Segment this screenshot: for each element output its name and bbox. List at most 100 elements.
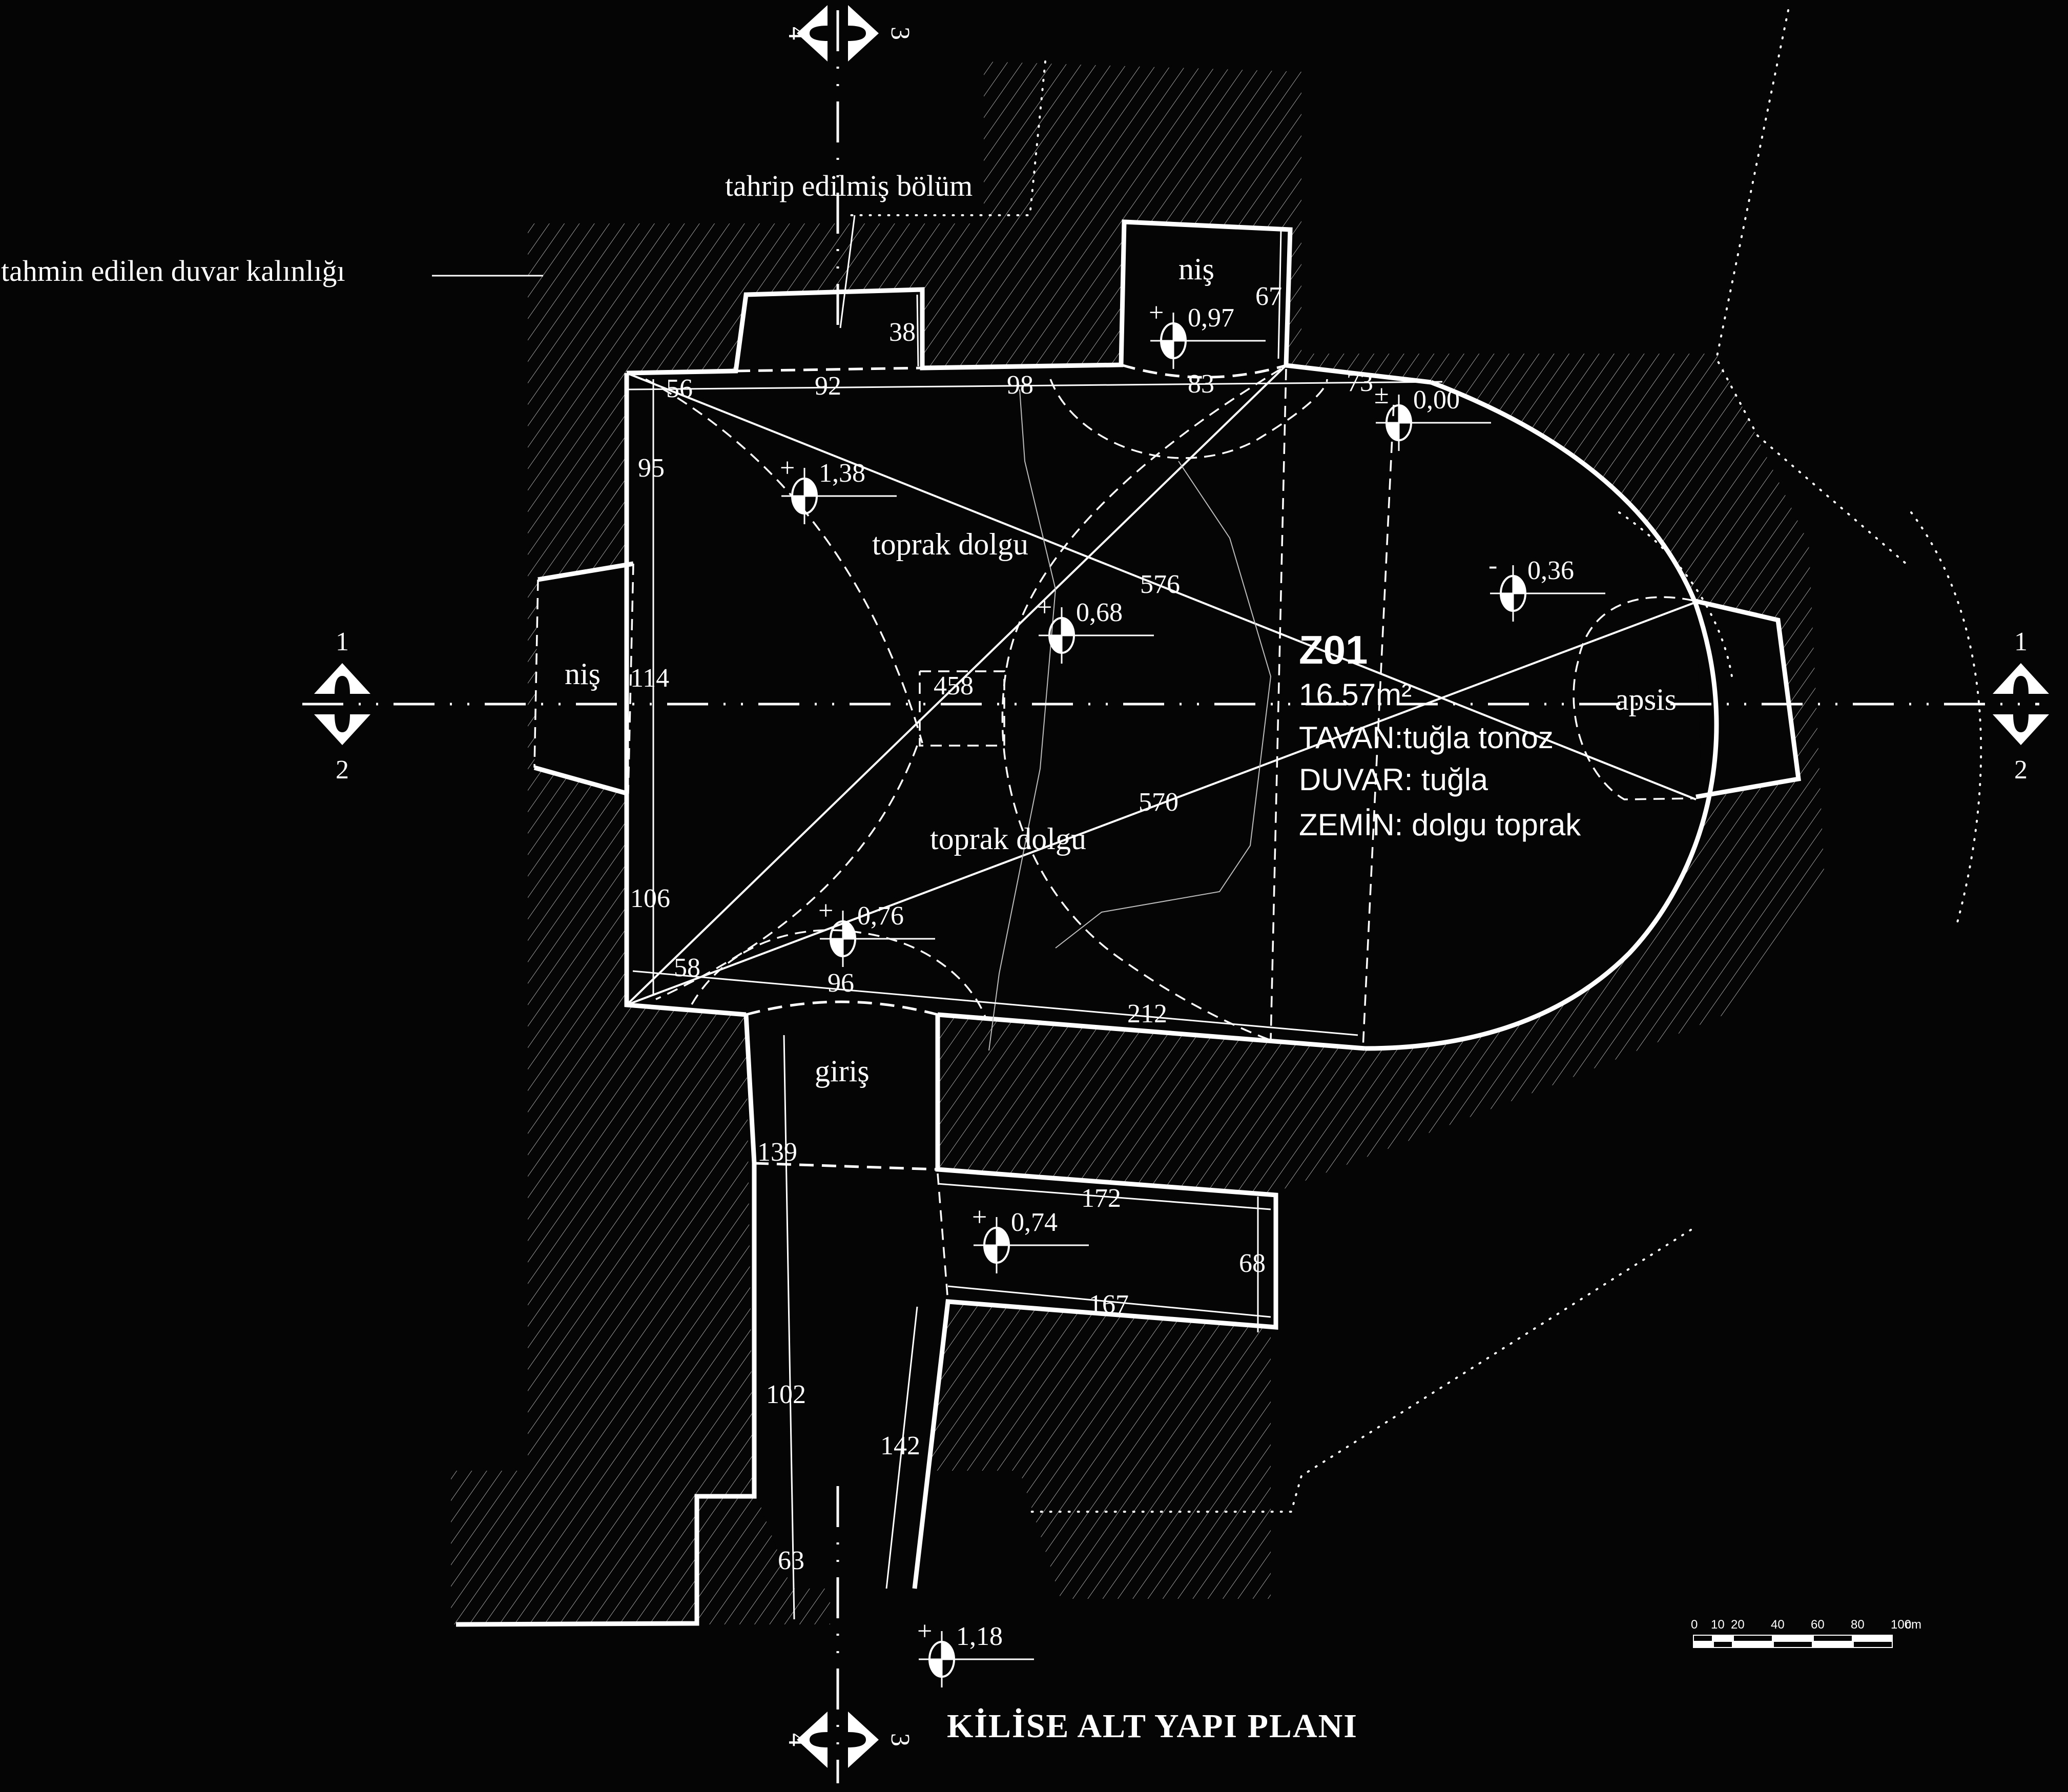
destroyed-section-label: tahrip edilmiş bölüm (725, 169, 973, 202)
dim-114: 114 (630, 664, 669, 693)
level-sign: + (780, 454, 795, 483)
outer-dotted-bottom (1024, 1229, 1692, 1513)
level-sign: - (1488, 551, 1497, 580)
section-label-2: 2 (336, 755, 349, 785)
level-marker: ±0,00 (1374, 380, 1491, 451)
level-value: 0,36 (1527, 556, 1574, 585)
dim-56: 56 (666, 374, 693, 403)
vault-arc-3 (1001, 368, 1281, 1041)
main-wall-bottom (937, 1012, 1366, 1051)
main-room-fill (627, 222, 1717, 1589)
level-marker: +0,68 (1037, 593, 1154, 664)
room-label-nis-top: niş (1178, 252, 1214, 286)
room-label-nis-left: niş (565, 657, 601, 691)
section-label-3: 3 (885, 1733, 915, 1746)
scale-tick-label: 80 (1851, 1618, 1865, 1632)
nis-top-dashed (735, 366, 923, 373)
dim-212: 212 (1127, 999, 1167, 1028)
apse-inner-dashed (1573, 596, 1694, 800)
apse-extension-wall (1692, 598, 1802, 799)
level-sign: + (917, 1617, 932, 1646)
entrance-wall-left (456, 1014, 757, 1627)
estimated-wall-label: tahmin edilen duvar kalınlığı (1, 254, 345, 287)
dim-83: 83 (1188, 369, 1214, 399)
dim-167: 167 (1089, 1290, 1129, 1319)
space-ceiling: TAVAN:tuğla tonoz (1299, 720, 1554, 755)
section-label-4: 4 (783, 27, 812, 40)
section-label-1: 1 (336, 627, 349, 656)
section-arrow-right-icon (848, 1712, 879, 1768)
dim-line-67 (1277, 230, 1282, 359)
section-marker-right: 1 2 (1993, 627, 2049, 785)
grid-dashed-b (1362, 404, 1395, 1048)
scale-tick-label: 40 (1771, 1618, 1785, 1632)
section-marker-top: 4 3 (783, 5, 915, 61)
space-wall: DUVAR: tuğla (1299, 763, 1488, 797)
level-value: 0,76 (857, 901, 904, 931)
scale-bar-segment (1854, 1642, 1892, 1647)
dim-line-142 (885, 1306, 918, 1589)
scale-tick-label: 10 (1711, 1618, 1725, 1632)
section-marker-bottom: 4 3 (783, 1712, 915, 1768)
dim-68: 68 (1239, 1249, 1266, 1278)
level-marker: +0,76 (818, 896, 935, 967)
dim-67: 67 (1255, 282, 1282, 311)
left-nis-wall (537, 561, 634, 582)
nis-top-arc (1121, 363, 1287, 379)
level-sign: ± (1374, 380, 1389, 409)
grid-dashed-a (1270, 368, 1287, 1041)
room-label-fill-lower: toprak dolgu (930, 822, 1086, 856)
scale-tick-label: 0 (1691, 1618, 1698, 1632)
level-marker: - 0,36 (1488, 551, 1605, 622)
level-marker: +1,38 (780, 454, 897, 524)
entrance-wall-right (912, 1015, 1278, 1589)
level-marker: +0,97 (1149, 298, 1266, 369)
outer-dotted-arc (1910, 511, 1982, 923)
level-markers: +0,97±0,00+1,38+0,68-0,36+0,76+0,74+1,18 (780, 298, 1605, 1687)
scale-bar-segment (1774, 1642, 1812, 1647)
level-marker: +1,18 (917, 1617, 1034, 1687)
diagonal-570 (626, 601, 1697, 1006)
diagonal-576 (626, 372, 1697, 800)
scale-bar-segment (1694, 1636, 1712, 1641)
dim-line-bottom (632, 970, 1358, 1036)
room-label-entrance: giriş (815, 1054, 870, 1088)
dim-570: 570 (1139, 788, 1178, 817)
level-sign: + (1037, 593, 1052, 622)
entrance-arc (746, 1000, 938, 1016)
dim-38: 38 (889, 318, 916, 347)
crack-line (988, 389, 1057, 1051)
level-value: 0,74 (1011, 1208, 1058, 1237)
dim-102: 102 (766, 1380, 806, 1409)
section-marker-left: 1 2 (314, 627, 370, 785)
level-marker: +0,74 (972, 1203, 1089, 1273)
section-arrow-left-icon (797, 5, 828, 61)
dim-96: 96 (828, 969, 854, 998)
scale-tick-label: 100 (1891, 1618, 1911, 1632)
section-arrow-down-icon (1993, 714, 2049, 745)
dim-98: 98 (1007, 370, 1033, 400)
level-sign: + (1149, 298, 1164, 327)
room-label-fill-upper: toprak dolgu (872, 527, 1028, 561)
space-floor: ZEMİN: dolgu toprak (1299, 808, 1581, 842)
left-nis-wall-b (533, 765, 629, 796)
level-sign: + (818, 896, 833, 925)
nis-left-dashed-b (627, 563, 634, 794)
dim-line-top (627, 381, 1443, 390)
drawing-title: KİLİSE ALT YAPI PLANI (947, 1707, 1358, 1745)
scale-tick-label: 60 (1811, 1618, 1825, 1632)
dim-line-entry (783, 1035, 795, 1620)
section-arrow-up-icon (1993, 663, 2049, 694)
dim-95: 95 (638, 454, 665, 483)
dim-139: 139 (757, 1138, 797, 1167)
crack-line-2 (1055, 461, 1272, 949)
level-value: 0,68 (1076, 598, 1123, 627)
entrance-threshold (754, 1162, 938, 1171)
scale-unit: cm (1905, 1618, 1921, 1632)
dim-58: 58 (674, 953, 700, 982)
room-door-dashed (937, 1173, 949, 1302)
section-label-2: 2 (2014, 755, 2028, 785)
left-nis-fill (534, 564, 633, 794)
section-arrow-up-icon (314, 663, 370, 694)
